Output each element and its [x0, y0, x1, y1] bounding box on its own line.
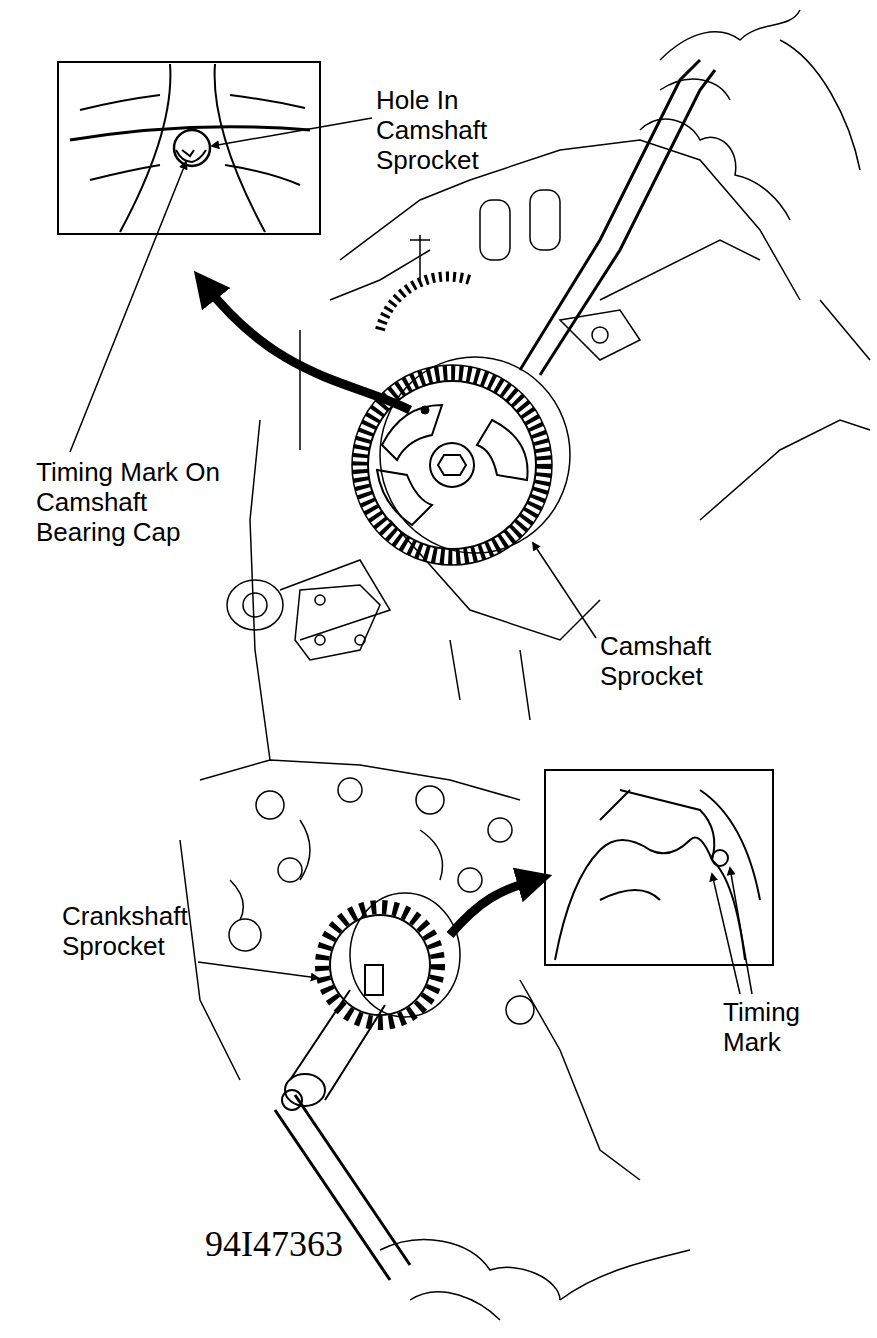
part-label: Crankshaft Sprocket: [62, 902, 212, 962]
part-label: Hole In Camshaft Sprocket: [376, 86, 501, 176]
part-label: Camshaft Sprocket: [600, 632, 750, 692]
part-label: Timing Mark On Camshaft Bearing Cap: [36, 458, 236, 548]
part-label: Timing Mark: [723, 998, 838, 1058]
figure-code: 94I47363: [205, 1224, 343, 1265]
